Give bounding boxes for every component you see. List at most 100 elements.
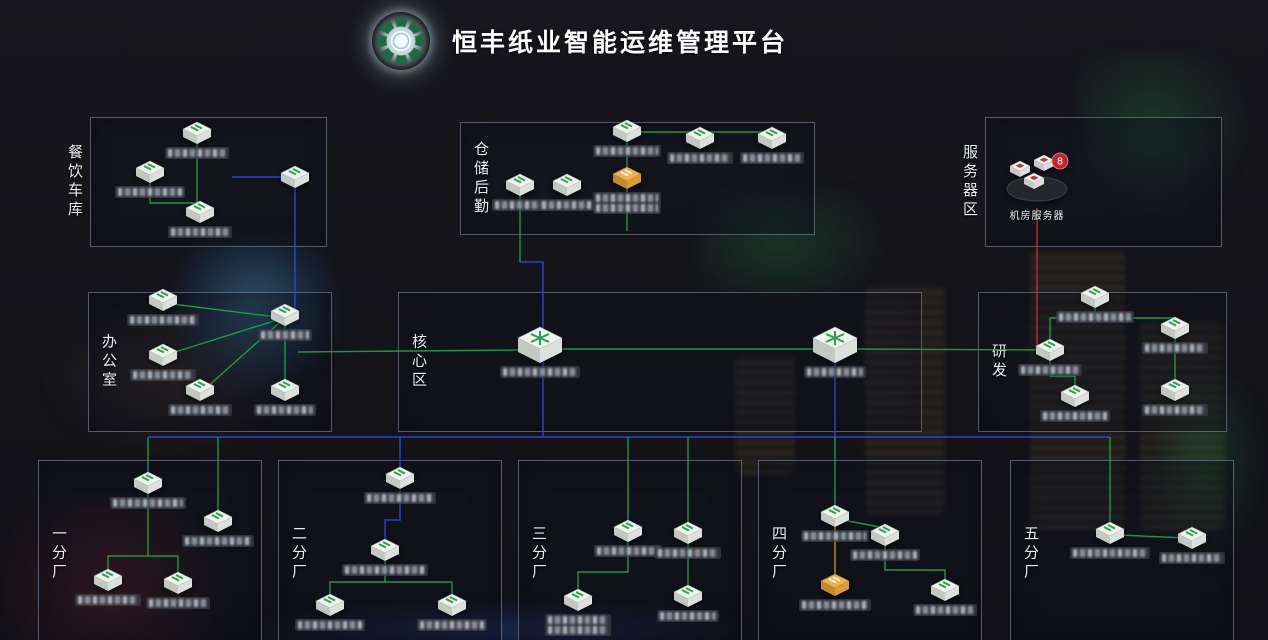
switch-node[interactable]	[342, 538, 428, 576]
alert-switch-icon	[612, 166, 642, 190]
coin-stack-icon	[865, 285, 945, 515]
device-label-blurred	[850, 549, 920, 561]
switch-icon	[757, 126, 787, 150]
switch-node[interactable]	[417, 593, 487, 631]
switch-icon	[563, 588, 593, 612]
core-switch-icon	[517, 326, 563, 364]
switch-icon	[270, 378, 300, 402]
switch-node[interactable]	[850, 523, 920, 561]
switch-icon	[163, 571, 193, 595]
switch-node[interactable]	[655, 521, 721, 559]
switch-icon	[1080, 285, 1110, 309]
switch-node[interactable]	[667, 126, 733, 164]
switch-node[interactable]	[539, 173, 595, 211]
switch-node[interactable]	[115, 160, 185, 198]
alert-switch-node[interactable]	[593, 166, 661, 214]
coin-stack-icon	[1140, 320, 1225, 530]
switch-node[interactable]	[110, 471, 186, 509]
device-label-blurred	[667, 152, 733, 164]
device-label-blurred	[254, 404, 316, 416]
switch-icon	[182, 121, 212, 145]
server-label: 机房服务器	[1009, 211, 1065, 222]
switch-icon	[820, 504, 850, 528]
zone-label-rnd: 研发	[990, 343, 1008, 381]
device-label-blurred	[146, 597, 210, 609]
server-cluster-icon: 8	[1002, 151, 1072, 205]
switch-node[interactable]	[182, 509, 254, 547]
device-label-blurred	[342, 564, 428, 576]
switch-icon	[1160, 378, 1190, 402]
switch-node[interactable]	[1159, 526, 1225, 564]
device-label-blurred	[168, 226, 232, 238]
device-label-blurred	[913, 604, 977, 616]
switch-node[interactable]	[1040, 384, 1110, 422]
switch-node[interactable]	[280, 165, 310, 189]
leaf-art	[700, 190, 900, 320]
device-label-blurred	[545, 614, 611, 636]
switch-icon	[552, 173, 582, 197]
device-label-blurred	[539, 199, 595, 211]
switch-icon	[1177, 526, 1207, 550]
switch-node[interactable]	[913, 578, 977, 616]
zone-label-factory-2: 二分厂	[290, 525, 308, 582]
switch-node[interactable]	[1056, 285, 1134, 323]
device-label-blurred	[1070, 547, 1150, 559]
switch-node[interactable]	[593, 119, 661, 157]
zone-label-office: 办公室	[100, 333, 118, 391]
switch-icon	[270, 303, 300, 327]
switch-node[interactable]	[165, 121, 229, 159]
switch-node[interactable]	[1142, 316, 1208, 354]
device-label-blurred	[127, 314, 199, 326]
switch-icon	[1095, 521, 1125, 545]
hengfeng-logo-icon	[377, 17, 425, 65]
switch-icon	[613, 519, 643, 543]
switch-node[interactable]	[75, 568, 141, 606]
switch-node[interactable]	[130, 343, 196, 381]
switch-node[interactable]	[254, 378, 316, 416]
switch-icon	[685, 126, 715, 150]
device-label-blurred	[1159, 552, 1225, 564]
switch-icon	[280, 165, 310, 189]
device-label-blurred	[1040, 410, 1110, 422]
switch-icon	[148, 288, 178, 312]
switch-node[interactable]	[1070, 521, 1150, 559]
device-label-blurred	[130, 369, 196, 381]
switch-node[interactable]	[1018, 338, 1082, 376]
switch-icon	[612, 119, 642, 143]
zone-label-core: 核心区	[410, 333, 428, 391]
switch-node[interactable]	[364, 466, 436, 504]
device-label-blurred	[799, 599, 871, 611]
switch-node[interactable]	[594, 519, 662, 557]
device-label-blurred	[364, 492, 436, 504]
leaf-art	[1080, 55, 1260, 225]
switch-node[interactable]	[545, 588, 611, 636]
switch-node[interactable]	[295, 593, 365, 631]
zone-label-factory-5: 五分厂	[1022, 525, 1040, 582]
alert-switch-node[interactable]	[799, 573, 871, 611]
core-switch-icon	[812, 326, 858, 364]
zone-label-server-area: 服务器区	[961, 144, 979, 220]
core-switch-node[interactable]	[804, 326, 866, 378]
zone-label-factory-1: 一分厂	[50, 525, 68, 582]
device-label-blurred	[1018, 364, 1082, 376]
switch-node[interactable]	[740, 126, 804, 164]
switch-node[interactable]	[127, 288, 199, 326]
device-label-blurred	[593, 145, 661, 157]
core-switch-node[interactable]	[500, 326, 580, 378]
switch-node[interactable]	[168, 200, 232, 238]
device-label-blurred	[657, 610, 719, 622]
switch-node[interactable]	[146, 571, 210, 609]
switch-node[interactable]	[168, 378, 232, 416]
switch-icon	[93, 568, 123, 592]
device-label-blurred	[1142, 404, 1208, 416]
server-cluster-node[interactable]: 8 机房服务器	[1002, 151, 1072, 222]
switch-icon	[930, 578, 960, 602]
switch-node[interactable]	[258, 303, 312, 341]
header: 恒丰纸业智能运维管理平台	[372, 12, 788, 70]
device-label-blurred	[1056, 311, 1134, 323]
switch-node[interactable]	[657, 584, 719, 622]
zone-label-warehouse: 仓储后勤	[472, 140, 490, 217]
switch-node[interactable]	[1142, 378, 1208, 416]
switch-icon	[133, 471, 163, 495]
switch-icon	[673, 584, 703, 608]
